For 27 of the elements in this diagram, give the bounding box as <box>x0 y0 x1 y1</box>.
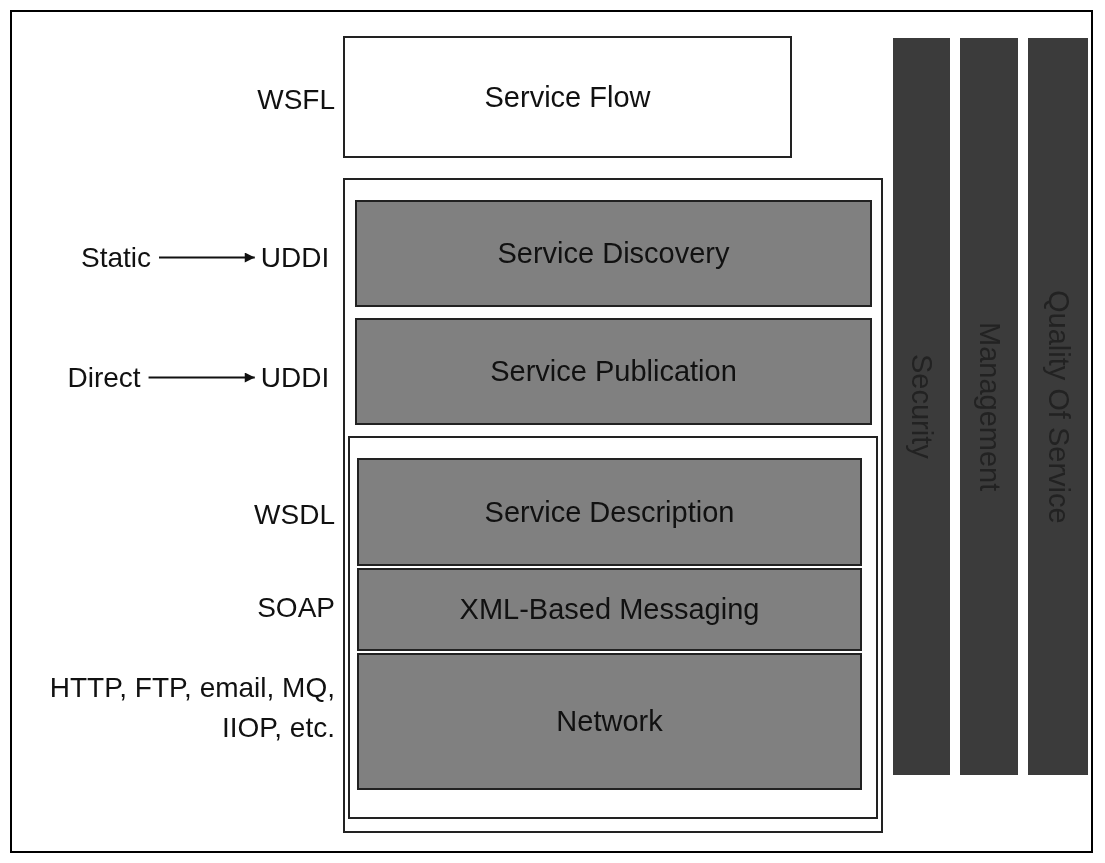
layer-label: Service Discovery <box>497 237 730 270</box>
protocol-label: HTTP, FTP, email, MQ, IIOP, etc. <box>48 671 335 745</box>
layer-box <box>355 200 872 307</box>
protocol-label: WSFL <box>256 83 335 117</box>
label-text: Direct <box>28 358 180 398</box>
layer-label: Service Flow <box>484 80 651 114</box>
vertical-bar <box>960 38 1018 775</box>
label-text: Static <box>46 238 186 278</box>
vertical-bar <box>1028 38 1088 775</box>
layer-label: XML-Based Messaging <box>459 593 760 626</box>
layer-box <box>343 36 792 158</box>
layer-box <box>357 568 862 651</box>
label-text: UDDI <box>250 358 340 398</box>
protocol-label: WSDL <box>253 498 335 532</box>
vertical-bar <box>893 38 950 775</box>
layer-box <box>357 653 862 790</box>
protocol-label: SOAP <box>256 591 335 625</box>
layer-box <box>357 458 862 566</box>
layer-box <box>355 318 872 425</box>
label-text: UDDI <box>250 238 340 278</box>
group-box <box>348 436 878 819</box>
group-box <box>343 178 883 833</box>
arrow <box>158 252 256 263</box>
layer-label: Service Description <box>484 495 735 529</box>
arrow <box>147 372 256 383</box>
layer-label: Network <box>556 705 663 738</box>
layer-label: Service Publication <box>490 355 737 388</box>
